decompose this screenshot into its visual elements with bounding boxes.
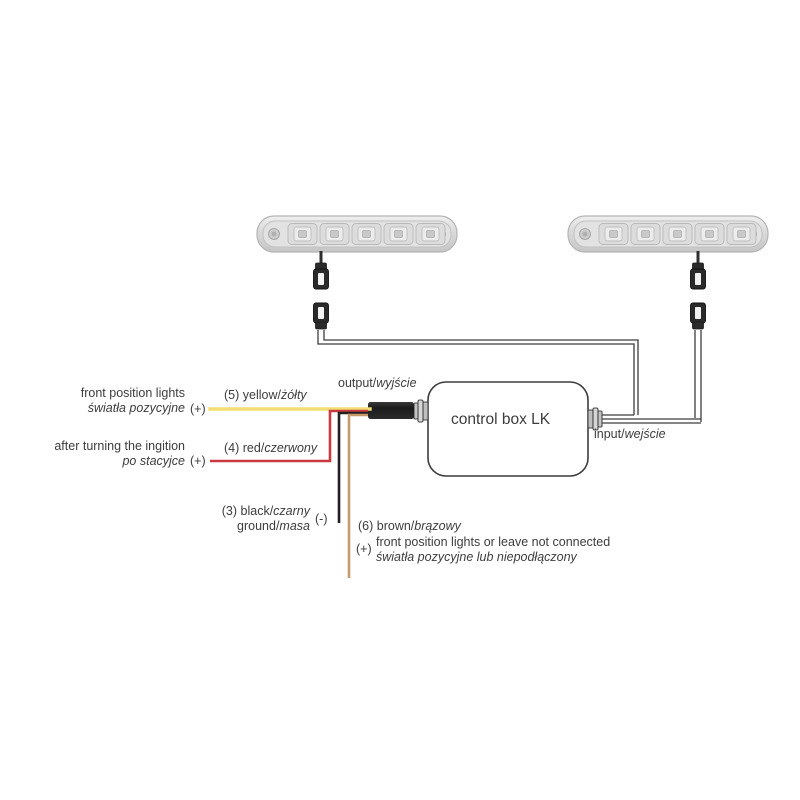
output-label-en: output/ <box>338 376 377 390</box>
brown-number: (6) <box>358 519 374 533</box>
yellow-desc-en: front position lights <box>80 386 185 400</box>
yellow-polarity-sign: (+) <box>190 402 206 416</box>
wire-red <box>210 409 368 463</box>
brown-desc-en: front position lights or leave not conne… <box>376 535 611 549</box>
yellow-desc-pl: światła pozycyjne <box>87 401 185 415</box>
yellow-wire-description: front position lights światła pozycyjne <box>0 386 185 416</box>
yellow-wire-code: (5) yellow/żółty <box>224 388 307 403</box>
red-number: (4) <box>224 441 240 455</box>
brown-desc-pl: światła pozycyjne lub niepodłączony <box>376 550 577 564</box>
right-module-pigtail <box>690 251 706 330</box>
led-bar-right <box>567 215 769 253</box>
red-code-pl: czerwony <box>264 441 318 455</box>
left-module-pigtail <box>313 251 329 330</box>
black-wire-description: (3) black/czarny ground/masa <box>60 504 310 534</box>
wire-brown <box>347 413 368 578</box>
yellow-number: (5) <box>224 388 240 402</box>
brown-code-pl: brązowy <box>414 519 461 533</box>
black-desc-en: ground/ <box>237 519 280 533</box>
led-bar-left <box>256 215 458 253</box>
wire-black <box>337 411 368 523</box>
red-desc-pl: po stacyjce <box>122 454 185 468</box>
input-label-en: input/ <box>594 427 625 441</box>
black-number: (3) <box>221 504 238 518</box>
yellow-code-en: yellow/ <box>242 388 281 402</box>
output-port-label: output/wyjście <box>338 376 417 391</box>
red-wire-code: (4) red/czerwony <box>224 441 317 456</box>
black-code-en: black/ <box>240 504 274 518</box>
black-polarity-sign: (-) <box>315 512 328 526</box>
red-polarity-sign: (+) <box>190 454 206 468</box>
brown-wire-code: (6) brown/brązowy <box>358 519 461 534</box>
output-connector <box>413 399 429 423</box>
input-label-pl: wejście <box>624 427 666 441</box>
control-box-label: control box LK <box>451 411 551 428</box>
brown-code-en: brown/ <box>376 519 415 533</box>
black-desc-pl: masa <box>279 519 310 533</box>
control-box <box>427 381 589 477</box>
led-harness-wires <box>317 330 702 424</box>
black-code-pl: czarny <box>273 504 310 518</box>
yellow-code-pl: żółty <box>280 388 307 402</box>
output-cable-sleeve <box>368 402 414 419</box>
red-desc-en: after turning the ingition <box>54 439 185 453</box>
black-code-line: (3) black/czarny <box>60 504 310 519</box>
brown-wire-description: front position lights or leave not conne… <box>376 535 610 565</box>
red-wire-description: after turning the ingition po stacyjce <box>0 439 185 469</box>
brown-polarity-sign: (+) <box>356 542 372 556</box>
black-ground-line: ground/masa <box>60 519 310 534</box>
output-label-pl: wyjście <box>376 376 417 390</box>
input-port-label: input/wejście <box>594 427 666 442</box>
red-code-en: red/ <box>242 441 265 455</box>
